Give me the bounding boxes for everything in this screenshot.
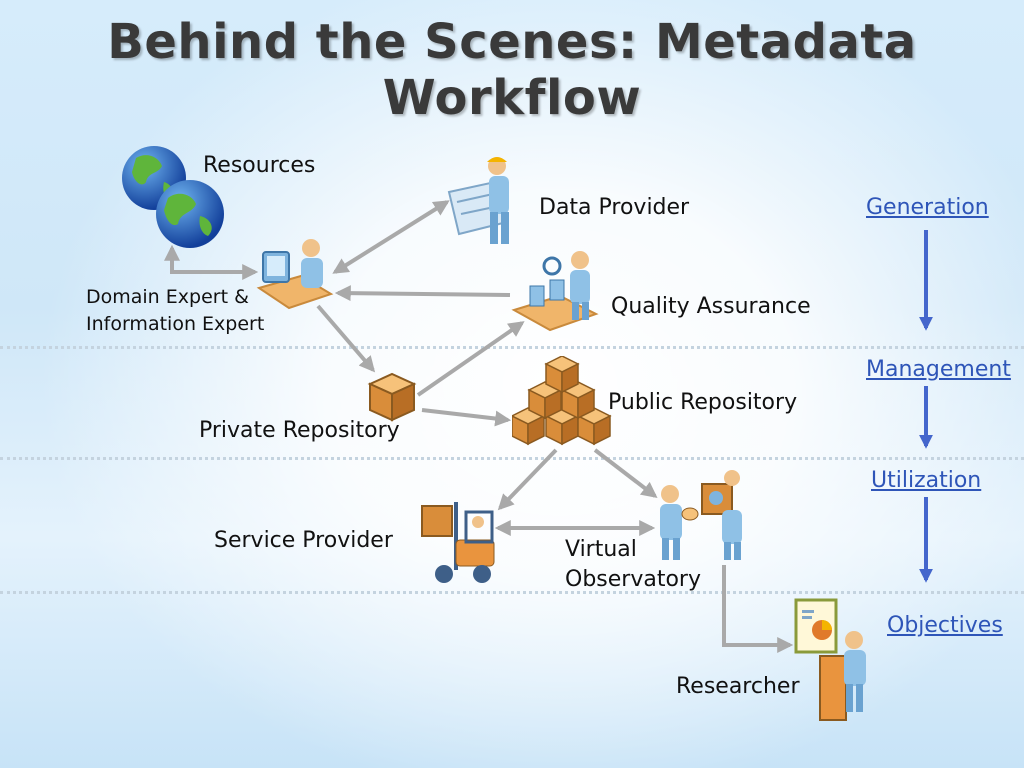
worker-blueprint-icon bbox=[447, 157, 509, 244]
label-researcher: Researcher bbox=[676, 674, 800, 699]
globe-icon bbox=[122, 146, 224, 248]
arrow-resources-domain bbox=[164, 244, 259, 280]
label-domain-expert-2: Information Expert bbox=[86, 313, 265, 335]
separator-line bbox=[0, 457, 1024, 460]
stage-link-objectives[interactable]: Objectives bbox=[887, 613, 1003, 638]
arrow-observatory-researcher bbox=[722, 565, 794, 653]
box-stack-icon bbox=[512, 356, 612, 446]
forklift-icon bbox=[421, 502, 495, 583]
arrow-public-service bbox=[497, 448, 558, 511]
stage-link-utilization[interactable]: Utilization bbox=[871, 468, 982, 493]
label-private-repository: Private Repository bbox=[199, 418, 400, 443]
handshake-people-icon bbox=[660, 470, 742, 560]
arrow-qa-domain bbox=[334, 285, 511, 302]
label-service-provider: Service Provider bbox=[214, 528, 393, 553]
label-resources: Resources bbox=[203, 153, 316, 178]
box-icon bbox=[367, 372, 417, 422]
quality-inspector-icon bbox=[511, 251, 599, 332]
arrow-private-public bbox=[421, 408, 512, 427]
stage-link-generation[interactable]: Generation bbox=[866, 195, 989, 220]
arrow-domain-private bbox=[316, 304, 376, 373]
label-public-repository: Public Repository bbox=[608, 390, 798, 415]
label-data-provider: Data Provider bbox=[539, 195, 690, 220]
label-quality-assurance: Quality Assurance bbox=[611, 294, 811, 319]
presenter-chart-icon bbox=[794, 598, 866, 721]
label-domain-expert-1: Domain Expert & bbox=[86, 286, 249, 308]
label-virtual-observatory-1: Virtual bbox=[565, 537, 637, 562]
arrow-private-qa bbox=[416, 321, 525, 397]
computer-user-icon bbox=[256, 239, 334, 310]
page-title: Behind the Scenes: Metadata Workflow bbox=[107, 14, 917, 126]
label-virtual-observatory-2: Observatory bbox=[565, 567, 701, 592]
arrow-public-observatory bbox=[593, 448, 658, 498]
arrow-domain-dataprovider bbox=[332, 200, 450, 274]
stage-link-management[interactable]: Management bbox=[866, 357, 1011, 382]
separator-line bbox=[0, 346, 1024, 349]
separator-line bbox=[0, 591, 1024, 594]
